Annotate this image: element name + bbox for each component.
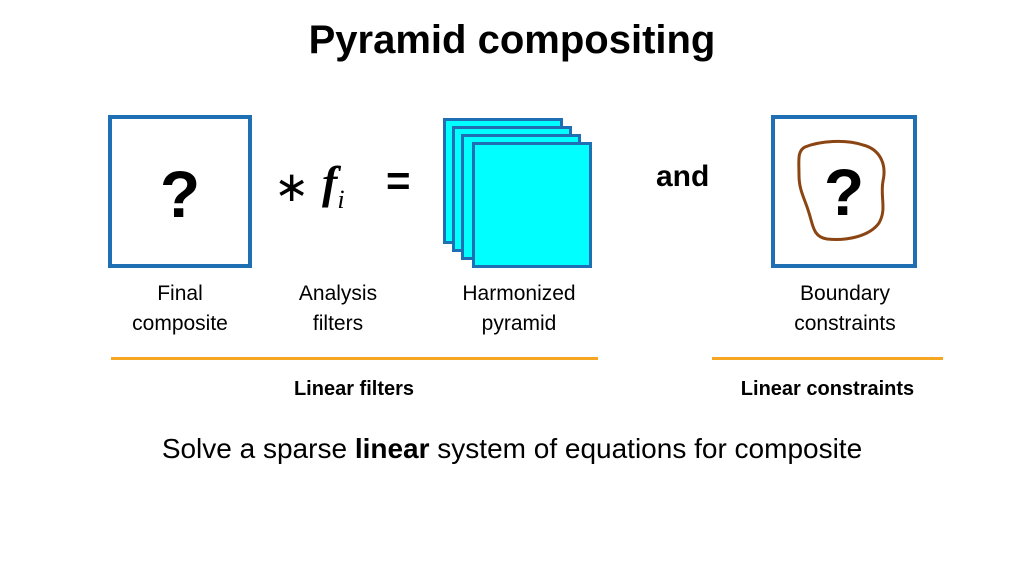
and-connector: and [656, 160, 710, 193]
linear-constraints-rule [712, 357, 943, 360]
final-composite-question-mark: ? [159, 157, 201, 231]
convolution-operator: ∗ [274, 163, 310, 210]
summary-text-after: system of equations for composite [429, 433, 863, 464]
linear-filters-rule [111, 357, 598, 360]
caption-final-line1: Final [157, 282, 203, 305]
caption-filters-line1: Analysis [298, 282, 378, 305]
caption-analysis-filters: Analysis filters [268, 279, 408, 339]
caption-boundary-line1: Boundary [800, 282, 890, 305]
boundary-constraints-box: ? [771, 115, 917, 268]
boundary-question-mark: ? [823, 155, 865, 229]
final-composite-box: ? [108, 115, 252, 268]
caption-boundary-constraints: Boundary constraints [774, 279, 916, 339]
caption-filters-line2: filters [312, 312, 364, 335]
filter-subscript: i [337, 185, 345, 215]
caption-boundary-line2: constraints [794, 312, 896, 335]
caption-final-line2: composite [132, 312, 228, 335]
summary-sentence: Solve a sparse linear system of equation… [0, 433, 1024, 465]
slide-title: Pyramid compositing [308, 18, 716, 62]
caption-pyramid-line1: Harmonized [462, 282, 576, 305]
caption-final-composite: Final composite [110, 279, 250, 339]
filter-letter: f [322, 157, 338, 208]
summary-text-before: Solve a sparse [161, 433, 355, 464]
equals-operator: = [386, 157, 411, 204]
caption-harmonized-pyramid: Harmonized pyramid [444, 279, 594, 339]
linear-constraints-label: Linear constraints [740, 378, 915, 400]
filter-symbol: fi [322, 156, 345, 215]
boundary-curve [797, 139, 886, 241]
summary-emphasis: linear [354, 433, 430, 464]
pyramid-layer-4 [472, 142, 592, 268]
caption-pyramid-line2: pyramid [481, 312, 557, 335]
linear-filters-label: Linear filters [293, 378, 415, 400]
harmonized-pyramid-stack [443, 118, 603, 278]
